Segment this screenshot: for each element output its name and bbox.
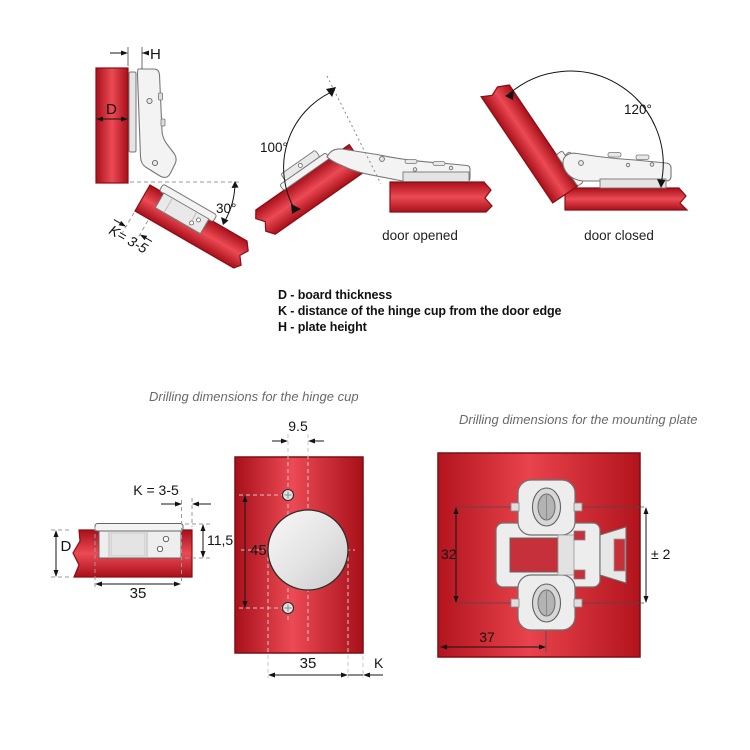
door-closed-diagram: 120° door closed: [480, 70, 689, 243]
mounting-plate-section-title: Drilling dimensions for the mounting pla…: [459, 412, 698, 427]
hinge-cup-lip: [94, 523, 184, 532]
door-opened: [255, 143, 368, 235]
mounting-plate-view: 32 ± 2 37: [437, 452, 670, 658]
k-dimension: [113, 212, 153, 243]
d-dimension: [51, 529, 71, 578]
door-closed: [480, 84, 586, 204]
dimension-label-d: D: [61, 538, 72, 555]
k-edge-dimension: [363, 672, 383, 678]
hinge-cup-hole: [267, 509, 349, 591]
dimension-label-32: 32: [441, 546, 457, 562]
screw-icon: [146, 97, 153, 105]
hinge-body: [562, 152, 672, 189]
d-dimension: [96, 116, 128, 122]
width-35-dimension: [94, 527, 181, 590]
cabinet-board: [389, 181, 493, 213]
cabinet-board: [95, 67, 129, 184]
angle-120-label: 120°: [624, 102, 652, 117]
door-opened-caption: door opened: [382, 228, 458, 243]
dimension-label-tolerance: ± 2: [651, 546, 670, 562]
screw-hole-bottom: [281, 601, 295, 615]
dimension-label-k: K = 3-5: [133, 482, 179, 498]
hinge-30-degree-diagram: K= 3-5 30° H D: [95, 46, 249, 269]
dimension-label-h: H: [150, 46, 161, 63]
dimension-label-k: K: [374, 655, 384, 671]
dimension-label-35: 35: [300, 655, 317, 672]
screw-icon: [448, 165, 454, 171]
legend: D - board thickness K - distance of the …: [278, 287, 562, 335]
legend-line-d: D - board thickness: [278, 288, 393, 302]
angle-30-label: 30°: [216, 201, 236, 216]
hinge-cup-body: [154, 192, 210, 235]
screw-icon: [189, 220, 195, 226]
door-closed-caption: door closed: [584, 228, 654, 243]
screw-icon: [297, 163, 303, 168]
offset-dimension: [272, 438, 324, 444]
screw-icon: [196, 217, 201, 223]
angle-30-arc: [221, 181, 239, 225]
door-opened-diagram: 100° door opened: [255, 75, 493, 243]
dimension-label-9-5: 9.5: [288, 418, 308, 434]
screw-icon: [379, 156, 385, 162]
cabinet-board: [564, 187, 689, 211]
screw-hole-top: [281, 488, 295, 502]
dimension-label-37: 37: [479, 629, 495, 645]
diameter-dimension: [268, 672, 363, 678]
hinge-body: [326, 148, 471, 183]
screw-icon: [162, 535, 170, 543]
hinge-cup-section-title: Drilling dimensions for the hinge cup: [149, 389, 359, 404]
hinge-cup-front-view: 9.5 45 35 K: [234, 418, 384, 678]
k-dimension: [161, 498, 211, 582]
angle-100-arc: [283, 87, 336, 214]
door-board: [480, 84, 579, 204]
tolerance-dimension: [643, 507, 649, 603]
door-30-degrees: [113, 184, 249, 269]
hinge-cup: [94, 523, 184, 559]
hinge-body: [128, 68, 177, 179]
screw-icon: [578, 160, 584, 166]
screw-icon: [156, 545, 164, 553]
legend-line-k: K - distance of the hinge cup from the d…: [278, 304, 562, 318]
h-dimension: [110, 47, 149, 69]
screw-icon: [412, 167, 418, 172]
dimension-label-11-5: 11,5: [207, 532, 233, 548]
offset-37-dimension: [440, 631, 547, 652]
legend-line-h: H - plate height: [278, 320, 367, 334]
mounting-plate: [495, 479, 627, 631]
dimension-label-45: 45: [250, 542, 267, 559]
spacing-32-dimension: [453, 507, 459, 603]
angle-100-label: 100°: [260, 140, 288, 155]
dimension-label-35: 35: [130, 585, 147, 602]
axis-dotted-line: [326, 75, 382, 185]
spacing-dimension: [242, 495, 248, 608]
screw-icon: [649, 162, 655, 167]
screw-icon: [625, 162, 631, 168]
hinge-cup-side-view: K = 3-5 D 35 11,5: [51, 482, 233, 602]
plate-window: [509, 537, 559, 573]
screw-icon: [151, 159, 159, 167]
dimension-label-d: D: [106, 101, 117, 118]
angle-120-arc: [505, 70, 666, 188]
depth-dimension: [185, 523, 211, 559]
